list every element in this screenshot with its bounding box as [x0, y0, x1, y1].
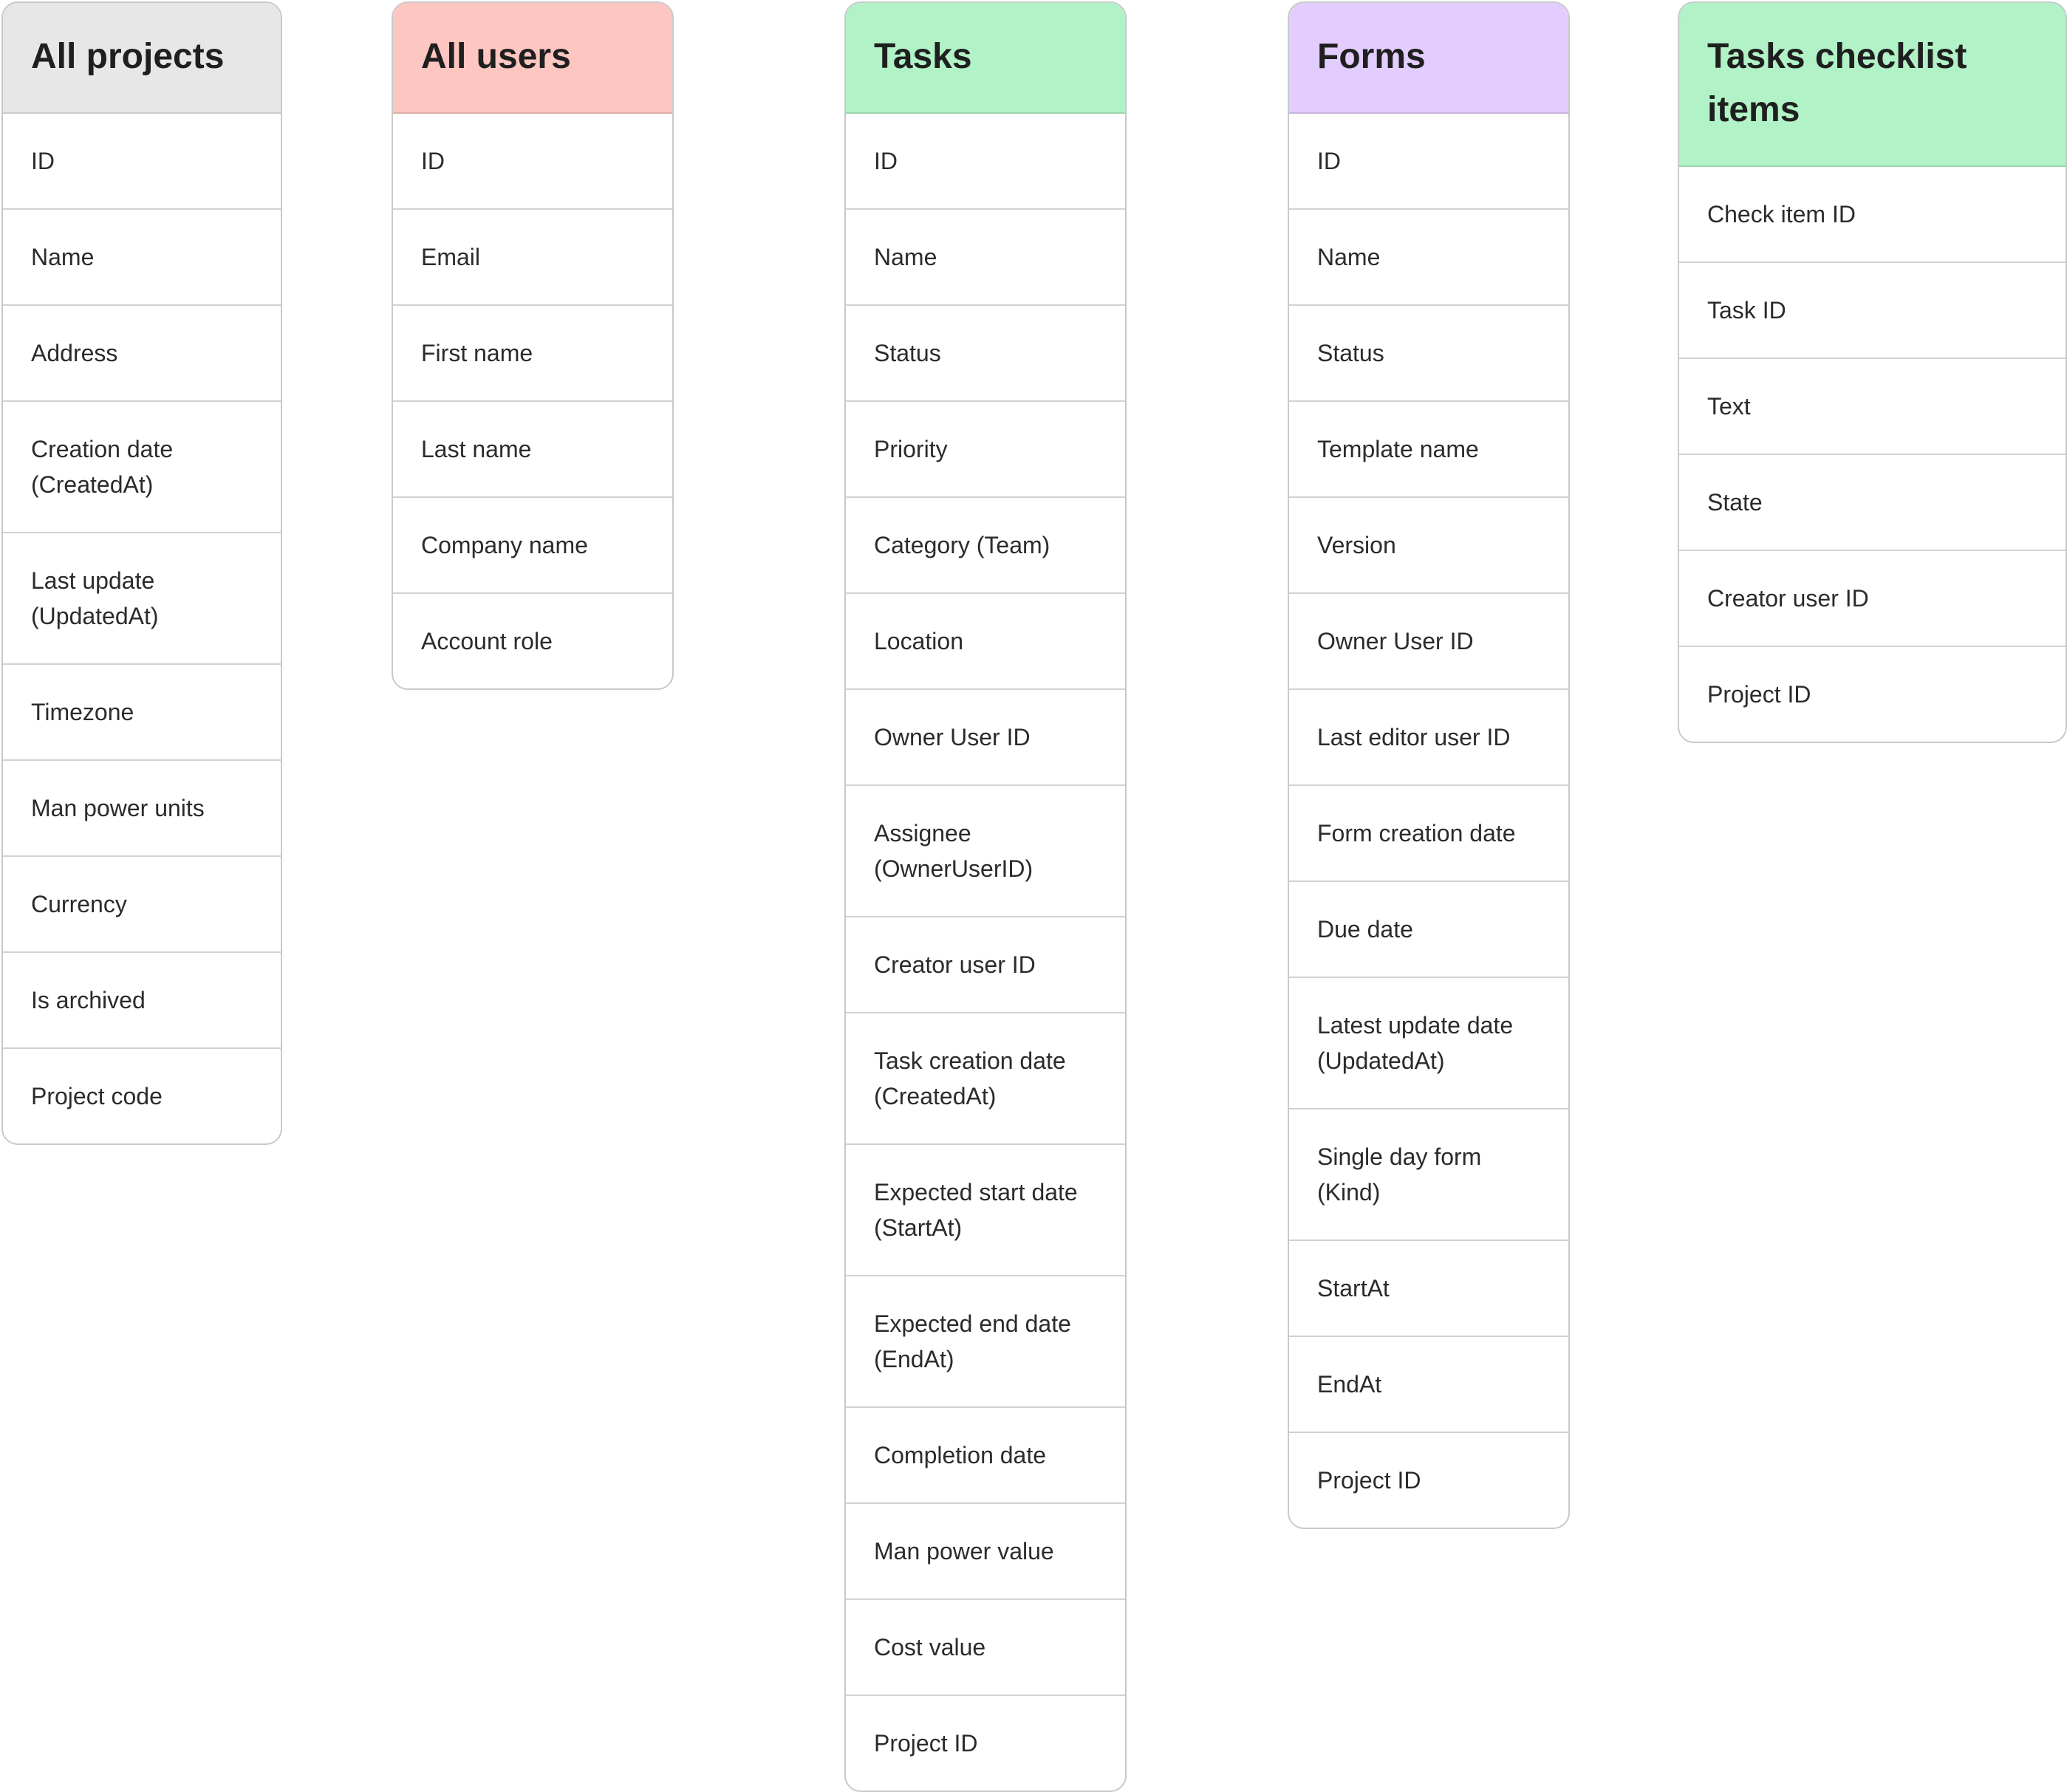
field-row: Project ID: [1317, 1467, 1421, 1494]
field-row: Due date: [1289, 882, 1568, 978]
table-header-tasks: Tasks: [846, 3, 1125, 114]
field-row: Last editor user ID: [1289, 690, 1568, 786]
field-row: First name: [393, 306, 672, 402]
field-row: Creator user ID: [1679, 551, 2066, 647]
field-row: Project ID: [1707, 681, 1811, 708]
field-row: Task ID: [1679, 263, 2066, 359]
field-row: Project ID: [874, 1730, 978, 1757]
field-row: Expected end date (EndAt): [846, 1276, 1125, 1408]
field-row: Timezone: [3, 665, 281, 761]
field-row: Name: [1289, 210, 1568, 306]
field-row: Name: [846, 210, 1125, 306]
field-row: Task creation date (CreatedAt): [846, 1013, 1125, 1145]
field-row: Man power units: [3, 761, 281, 857]
field-row: ID: [393, 114, 672, 210]
field-row: Email: [393, 210, 672, 306]
field-row: Project code: [31, 1083, 163, 1109]
field-row: Completion date: [846, 1408, 1125, 1504]
field-row: Account role: [421, 628, 553, 654]
field-row: Cost value: [846, 1600, 1125, 1696]
field-row: Category (Team): [846, 498, 1125, 594]
table-header-projects: All projects: [3, 3, 281, 114]
field-row: Address: [3, 306, 281, 402]
field-row: Assignee (OwnerUserID): [846, 786, 1125, 917]
field-row: Expected start date (StartAt): [846, 1145, 1125, 1276]
field-row: Last name: [393, 402, 672, 498]
field-row: Creator user ID: [846, 917, 1125, 1013]
field-row: Owner User ID: [1289, 594, 1568, 690]
field-row: Check item ID: [1679, 167, 2066, 263]
table-header-users: All users: [393, 3, 672, 114]
field-row: Single day form (Kind): [1289, 1109, 1568, 1241]
field-row: Owner User ID: [846, 690, 1125, 786]
field-row: Status: [1289, 306, 1568, 402]
field-row: Location: [846, 594, 1125, 690]
field-row: Version: [1289, 498, 1568, 594]
field-row: Latest update date (UpdatedAt): [1289, 978, 1568, 1109]
field-row: Man power value: [846, 1504, 1125, 1600]
field-row: Company name: [393, 498, 672, 594]
field-row: Name: [3, 210, 281, 306]
field-row: Creation date (CreatedAt): [3, 402, 281, 533]
field-row: Last update (UpdatedAt): [3, 533, 281, 665]
field-row: Is archived: [3, 953, 281, 1049]
field-row: Text: [1679, 359, 2066, 455]
field-row: Currency: [3, 857, 281, 953]
field-row: Status: [846, 306, 1125, 402]
table-header-checklist: Tasks checklist items: [1679, 3, 2066, 167]
field-row: EndAt: [1289, 1337, 1568, 1433]
field-row: Template name: [1289, 402, 1568, 498]
table-header-forms: Forms: [1289, 3, 1568, 114]
field-row: State: [1679, 455, 2066, 551]
field-row: Form creation date: [1289, 786, 1568, 882]
field-row: StartAt: [1289, 1241, 1568, 1337]
field-row: ID: [846, 114, 1125, 210]
field-row: ID: [1289, 114, 1568, 210]
field-row: ID: [3, 114, 281, 210]
field-row: Priority: [846, 402, 1125, 498]
